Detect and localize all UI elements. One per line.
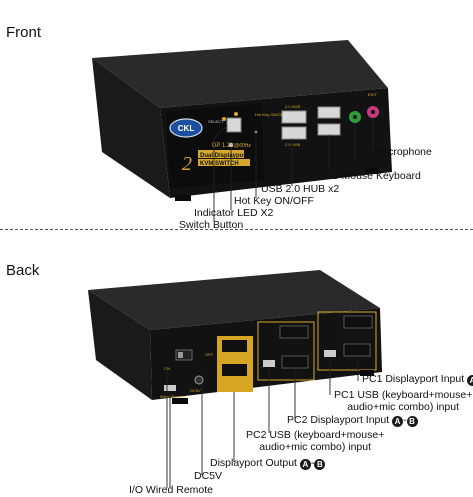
badge-a-icon: A	[392, 416, 404, 427]
usb-hub-bottom-text: 2.0 HUB	[285, 142, 300, 147]
front-left-side	[92, 58, 170, 198]
model-text-line3: Dual Displayports	[200, 153, 252, 159]
badge-a-icon: A	[299, 459, 311, 470]
callout-hotkey: Hot Key ON/OFF	[234, 195, 314, 207]
switch-button-graphic	[226, 117, 242, 133]
badge-dash: -	[310, 457, 315, 469]
usb-hub-top-text: 2.0 HUB	[285, 104, 300, 109]
usb-mouse-port	[317, 106, 341, 119]
wired-remote-port	[164, 385, 176, 391]
pc1-usb-text-line2: audio+mic combo) input	[347, 401, 460, 413]
back-left-side	[88, 290, 152, 400]
callout-io-wired-remote: I/O Wired Remote	[129, 484, 214, 496]
callout-audio: Audio	[343, 158, 370, 170]
badge-a-icon: A	[467, 375, 473, 386]
badge-b-icon: B	[406, 416, 418, 427]
dc-jack-graphic	[194, 375, 204, 385]
back-top-face	[88, 270, 380, 330]
model-text-line1: DP 1.2	[212, 143, 231, 149]
wired-remote-text: Wired Remote	[160, 394, 186, 399]
model-text-line4: KVM SWITCH	[200, 161, 239, 167]
led-2-graphic	[234, 112, 238, 116]
pc1-usb-port	[324, 350, 336, 357]
dp-output-port-2	[222, 364, 247, 376]
dp-output-port-1	[222, 340, 247, 352]
logo-text: CKL	[178, 124, 195, 133]
pc1-usb-text-line1: PC1 USB (keyboard+mouse+	[334, 389, 473, 401]
select-text: SELECT	[208, 119, 224, 124]
pc1-input-block	[317, 311, 377, 371]
pc2-dp-port-a	[279, 325, 309, 339]
callout-microphone: Microphone	[377, 146, 432, 158]
pc2-dp-text: PC2 Displayport Input	[287, 414, 390, 426]
callout-dp-output: Displayport Output A-B	[210, 457, 326, 470]
back-panel-face	[150, 308, 382, 400]
pc2-input-block	[257, 321, 315, 381]
pc1-dp-port-b	[343, 343, 371, 357]
callout-usb-mouse-keyboard: USB Mouse Keyboard	[317, 170, 421, 182]
off-text: OFF	[205, 352, 214, 357]
usb-hub-port-1	[281, 110, 307, 124]
pc1-dp-port-a	[343, 315, 373, 329]
port-count-numeral: 2	[182, 153, 192, 175]
hotkey-text: Hot Key ON/OFF	[255, 112, 286, 117]
pc1-dp-text: PC1 Displayport Input	[362, 373, 465, 385]
badge-b-icon: B	[314, 459, 326, 470]
power-switch-graphic	[175, 349, 193, 361]
back-section-title: Back	[6, 262, 40, 279]
callout-indicator-led: Indicator LED X2	[194, 207, 274, 219]
callout-dc5v: DC5V	[194, 470, 223, 482]
callout-pc2-usb-input: PC2 USB (keyboard+mouse+ audio+mic combo…	[246, 429, 384, 453]
section-divider	[0, 229, 473, 230]
callout-pc1-dp-input: PC1 Displayport Input A-B	[362, 373, 473, 386]
hotkey-switch-graphic	[254, 130, 258, 134]
model-text-line2: 4K@60Hz	[228, 143, 251, 149]
callout-pc2-dp-input: PC2 Displayport Input A-B	[287, 414, 418, 427]
front-top-face	[92, 40, 388, 108]
dp-output-text: Displayport Output	[210, 457, 297, 469]
exit-text: EXIT	[368, 92, 377, 97]
usb-hub-port-2	[281, 126, 307, 140]
pc2-usb-port	[263, 360, 275, 367]
callout-pc1-usb-input: PC1 USB (keyboard+mouse+ audio+mic combo…	[334, 389, 472, 413]
led-1-graphic	[222, 117, 226, 121]
ckl-logo	[169, 118, 203, 138]
front-section-title: Front	[6, 24, 42, 41]
callout-switch-button: Switch Button	[179, 219, 244, 231]
pc2-dp-port-b	[281, 355, 309, 369]
indicator-led-graphic	[228, 142, 234, 148]
callout-usb-hub: USB 2.0 HUB x2	[261, 183, 340, 195]
badge-dash: -	[403, 414, 407, 426]
pc2-usb-text-line1: PC2 USB (keyboard+mouse+	[246, 429, 385, 441]
pc2-usb-text-line2: audio+mic combo) input	[259, 441, 372, 453]
dc-text: DC5V	[190, 388, 201, 393]
